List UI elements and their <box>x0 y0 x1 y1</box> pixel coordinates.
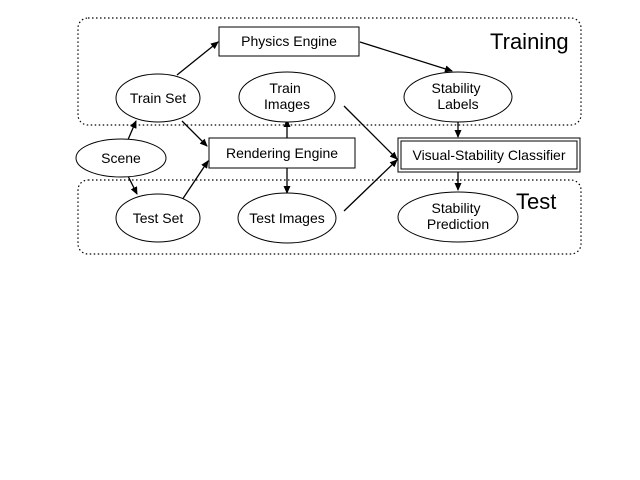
node-train-images-label: Train Images <box>264 80 310 112</box>
node-train-set: Train Set <box>115 73 201 123</box>
node-test-images-label: Test Images <box>249 210 324 226</box>
node-train-images-shape <box>238 71 336 123</box>
node-test-set-shape <box>115 193 201 243</box>
node-rendering-engine: Rendering Engine <box>208 137 356 169</box>
node-stability-labels: Stability Labels <box>403 71 513 123</box>
node-rendering-engine-label: Rendering Engine <box>226 145 338 161</box>
node-classifier-inner <box>400 140 578 170</box>
node-test-set: Test Set <box>115 193 201 243</box>
node-test-images: Test Images <box>237 192 337 244</box>
node-physics-engine: Physics Engine <box>218 26 360 57</box>
test-region <box>77 179 582 255</box>
node-stability-labels-line-1: Stability <box>432 80 481 96</box>
node-train-images-line-2: Images <box>264 96 310 112</box>
node-physics-engine-shape <box>218 26 360 57</box>
node-train-set-shape <box>115 73 201 123</box>
node-stability-labels-line-2: Labels <box>437 96 478 112</box>
node-stability-labels-shape <box>403 71 513 123</box>
edge-train-set-physics-engine <box>176 41 219 76</box>
node-train-images-line-1: Train <box>269 80 300 96</box>
node-stability-labels-label: Stability Labels <box>432 80 485 112</box>
node-test-images-shape <box>237 192 337 244</box>
node-stability-prediction-line-2: Prediction <box>427 216 489 232</box>
training-region <box>77 17 582 126</box>
edge-test-set-rendering-engine <box>181 160 209 201</box>
node-scene-label: Scene <box>101 150 141 166</box>
edge-scene-test-set <box>126 173 138 195</box>
edge-train-set-rendering-engine <box>181 120 208 147</box>
edge-scene-train-set <box>126 120 137 143</box>
edge-train-images-to-classifier <box>343 105 398 160</box>
test-region-label: Test <box>516 189 556 214</box>
node-stability-prediction-label: Stability Prediction <box>427 200 489 232</box>
node-stability-prediction: Stability Prediction <box>397 191 519 243</box>
training-region-label: Training <box>490 29 569 54</box>
node-physics-engine-label: Physics Engine <box>241 33 337 49</box>
node-train-images: Train Images <box>238 71 336 123</box>
node-scene: Scene <box>75 138 167 178</box>
node-test-set-label: Test Set <box>133 210 184 226</box>
node-scene-shape <box>75 138 167 178</box>
node-stability-prediction-line-1: Stability <box>432 200 481 216</box>
node-rendering-engine-shape <box>208 137 356 169</box>
node-classifier: Visual-Stability Classifier <box>397 137 581 173</box>
node-classifier-label: Visual-Stability Classifier <box>412 147 565 163</box>
node-stability-prediction-shape <box>397 191 519 243</box>
node-train-set-label: Train Set <box>130 90 186 106</box>
edge-physics-to-stability-labels <box>359 41 453 73</box>
edge-test-images-to-classifier <box>343 159 398 212</box>
